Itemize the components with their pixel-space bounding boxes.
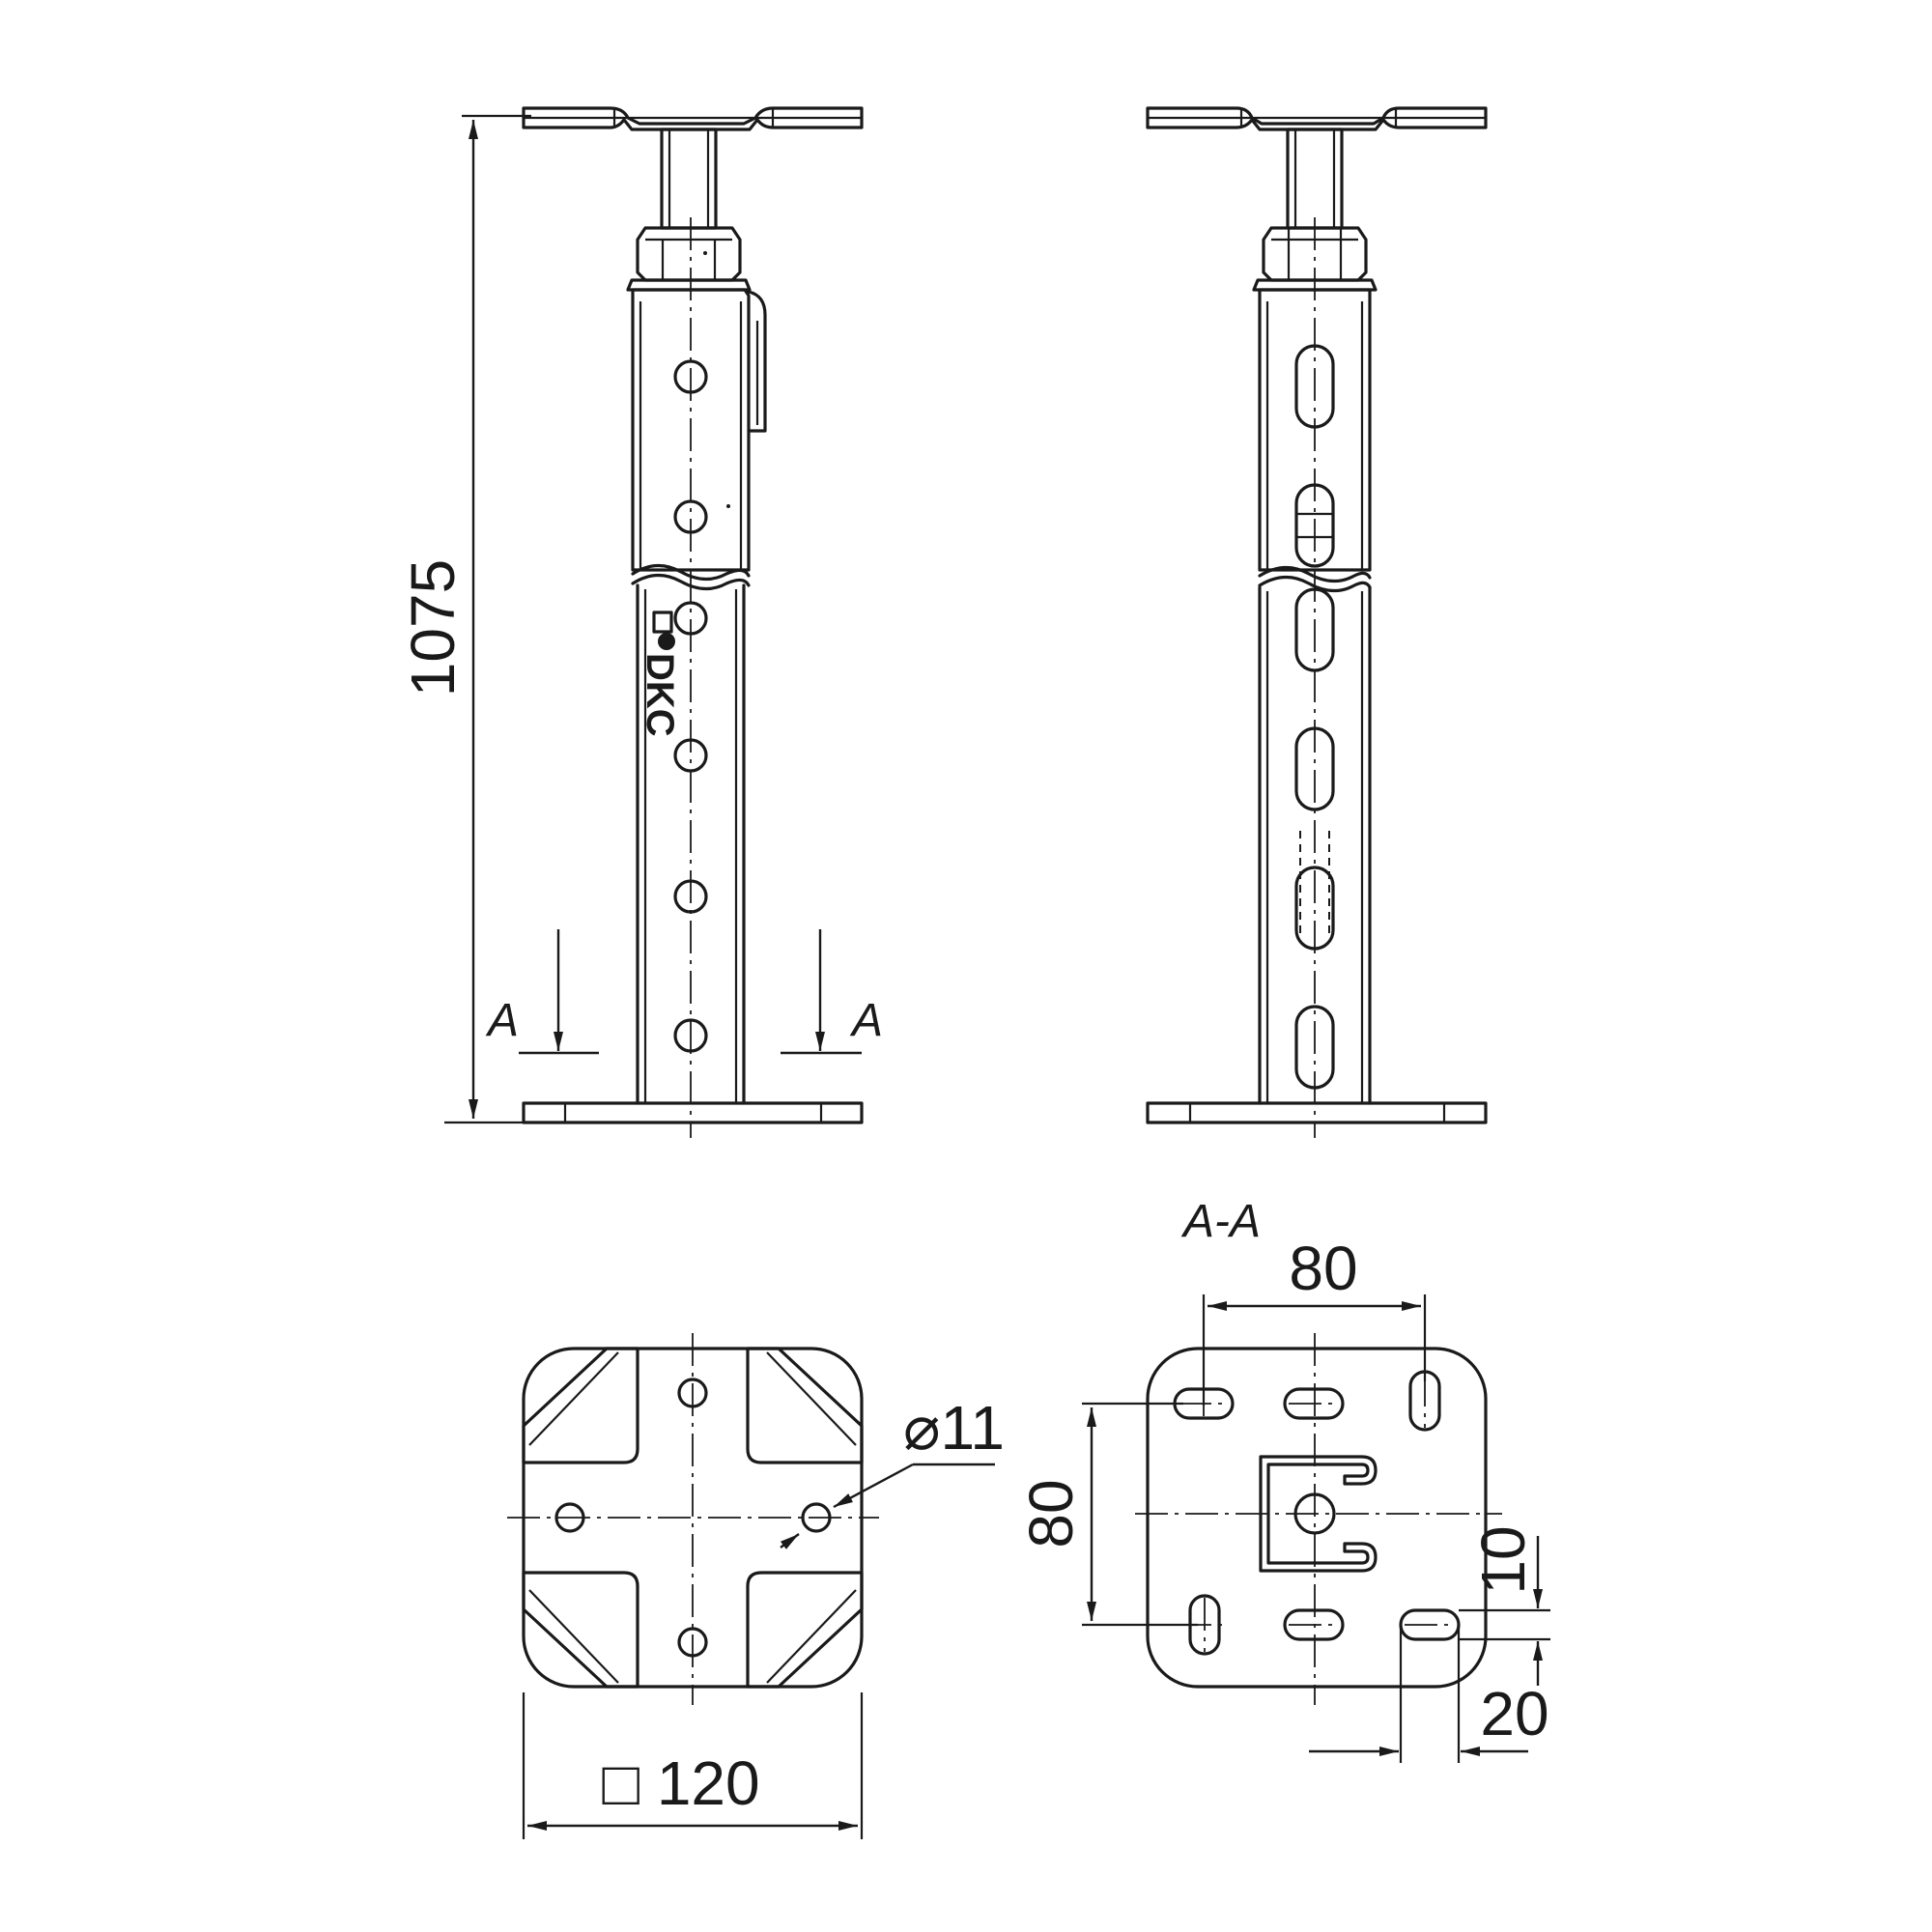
slot-offset-label: 10 (1468, 1525, 1538, 1594)
side-view (1146, 106, 1488, 1138)
logo-text: DKC (639, 653, 681, 737)
base-size-label: □ 120 (602, 1748, 759, 1818)
slot-spacing-y-label: 80 (1016, 1479, 1086, 1548)
slot-bottom-center (1283, 1608, 1345, 1641)
slot-top-center (1283, 1387, 1345, 1420)
side-lower-tube (1258, 585, 1372, 1105)
section-title: A-A (1180, 1196, 1261, 1247)
washer (626, 278, 752, 292)
height-value: 1075 (398, 559, 468, 696)
hole-diameter-label: ⌀11 (903, 1393, 1005, 1463)
section-marker-right: A (781, 929, 883, 1055)
side-base-plate (1146, 1101, 1488, 1124)
base-plan: ⌀11 □ 120 (507, 1333, 1005, 1839)
section-marker-left: A (485, 929, 599, 1055)
break-line (631, 563, 751, 582)
base-plate (522, 1101, 864, 1124)
height-dimension: 1075 (398, 114, 531, 1124)
upper-tube (631, 288, 751, 572)
front-view: DKC (522, 106, 864, 1138)
hex-nut (636, 226, 742, 282)
side-top-plate (1146, 106, 1488, 131)
channel-profile (1259, 1455, 1378, 1573)
top-plate (522, 106, 864, 131)
side-clip (747, 290, 767, 433)
section-plate-outline (1146, 1347, 1488, 1689)
slot-spacing-x-label: 80 (1289, 1234, 1357, 1303)
brand-logo: DKC (639, 611, 681, 737)
section-letter-left: A (485, 995, 519, 1046)
lower-tube (636, 583, 746, 1105)
section-letter-right: A (849, 995, 883, 1046)
slot-length-label: 20 (1480, 1679, 1548, 1748)
section-a-a: A-A 80 80 10 (1016, 1196, 1550, 1763)
